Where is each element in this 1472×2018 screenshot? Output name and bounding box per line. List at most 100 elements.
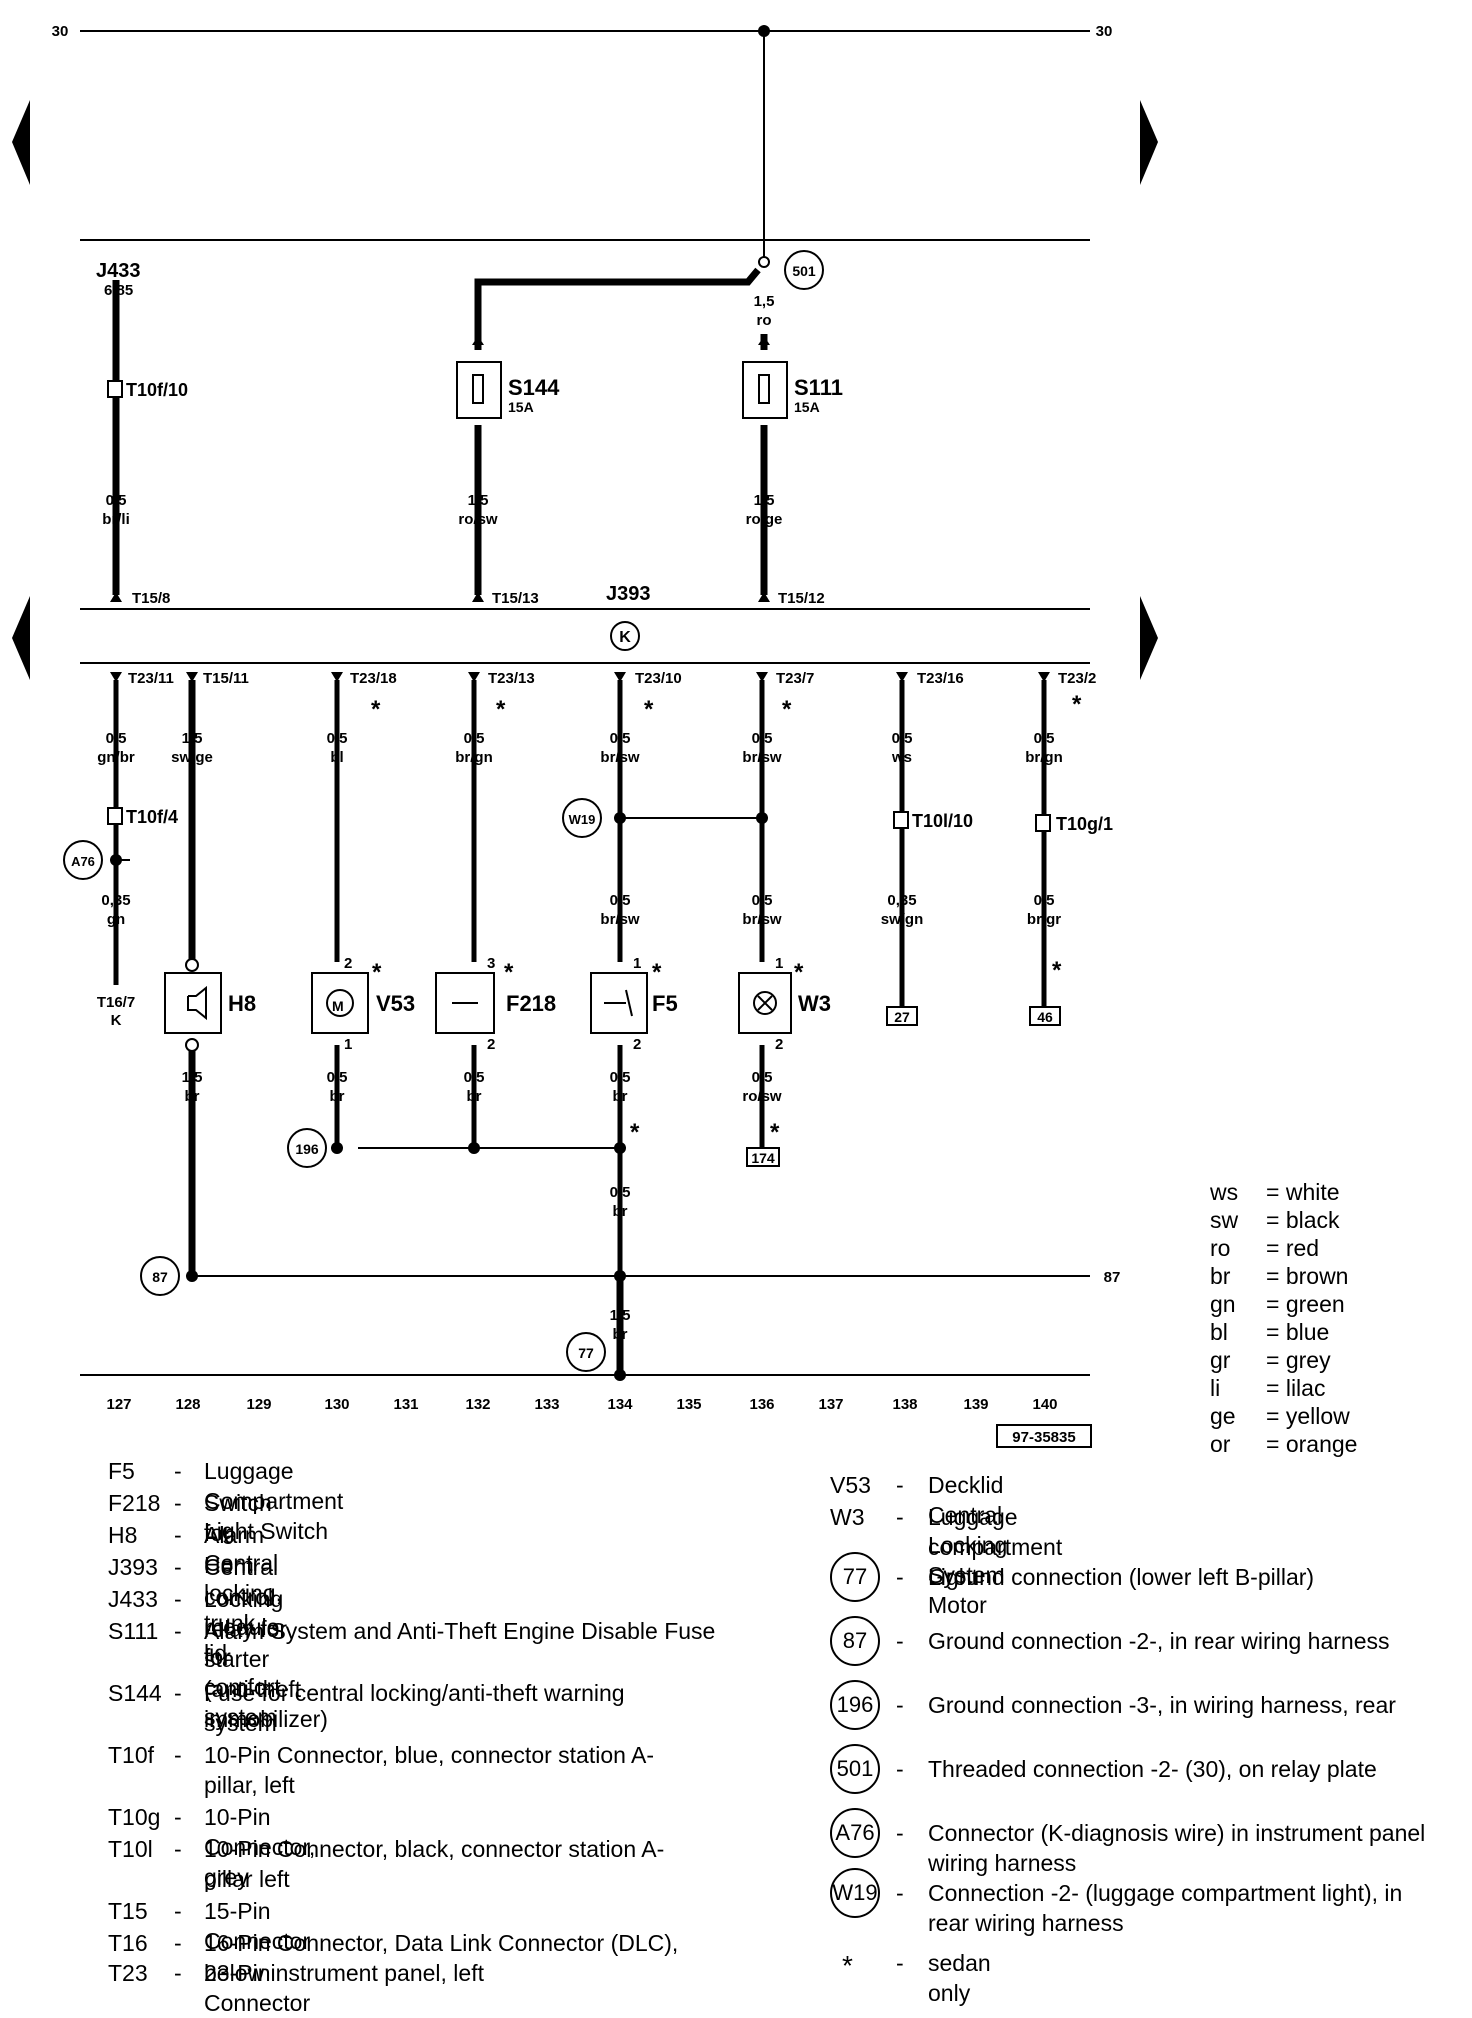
svg-text:0,5: 0,5 [752,730,773,747]
svg-text:138: 138 [892,1396,917,1413]
svg-text:*: * [644,696,654,723]
svg-text:T10f/4: T10f/4 [126,807,178,827]
svg-text:1,5: 1,5 [754,492,775,509]
svg-text:br/sw: br/sw [600,749,640,766]
svg-text:br: br [330,1088,345,1105]
svg-text:*: * [504,959,514,986]
svg-text:J433: J433 [96,260,141,282]
svg-text:137: 137 [818,1396,843,1413]
nav-left-arrow[interactable] [12,596,30,680]
svg-text:130: 130 [324,1396,349,1413]
svg-text:0,5: 0,5 [464,730,485,747]
svg-text:46: 46 [1037,1009,1053,1025]
svg-text:0,5: 0,5 [106,492,127,509]
circle-77: 77 [578,1345,594,1361]
svg-text:F218: F218 [506,991,556,1016]
svg-text:T23/16: T23/16 [917,670,964,687]
circle-a76: A76 [71,854,95,869]
svg-text:1,5: 1,5 [468,492,489,509]
svg-text:br: br [467,1088,482,1105]
svg-text:bl: bl [330,749,343,766]
bus-label-30-left: 30 [52,23,69,40]
svg-text:2: 2 [633,1036,641,1053]
svg-text:*: * [652,959,662,986]
svg-text:1,5: 1,5 [182,1069,203,1086]
svg-text:0,35: 0,35 [887,892,916,909]
svg-text:T23/18: T23/18 [350,670,397,687]
svg-text:S144: S144 [508,375,560,400]
svg-text:T10l/10: T10l/10 [912,811,973,831]
svg-text:T23/10: T23/10 [635,670,682,687]
circle-501: 501 [792,263,816,279]
svg-text:sw/ge: sw/ge [171,749,213,766]
svg-text:gn: gn [107,911,125,928]
svg-text:0,5: 0,5 [610,892,631,909]
svg-text:*: * [496,696,506,723]
svg-text:S111: S111 [794,375,843,400]
svg-text:F5: F5 [652,991,678,1016]
svg-text:*: * [794,959,804,986]
svg-text:2: 2 [775,1036,783,1053]
svg-text:*: * [770,1119,780,1146]
svg-text:*: * [1072,691,1082,718]
svg-text:0,35: 0,35 [101,892,130,909]
svg-text:0,5: 0,5 [106,730,127,747]
svg-text:T23/11: T23/11 [128,670,174,687]
svg-text:T15/11: T15/11 [203,670,249,687]
svg-text:139: 139 [963,1396,988,1413]
svg-text:br: br [613,1088,628,1105]
svg-text:T10g/1: T10g/1 [1056,814,1113,834]
circle-w19: W19 [569,812,596,827]
svg-text:br: br [185,1088,200,1105]
svg-text:15A: 15A [508,399,534,415]
svg-text:0,5: 0,5 [327,730,348,747]
svg-text:gn/br: gn/br [97,749,135,766]
svg-text:T15/8: T15/8 [132,590,170,607]
svg-text:6/85: 6/85 [104,282,133,299]
svg-text:1,5: 1,5 [610,1307,631,1324]
svg-text:br/gr: br/gr [1027,911,1061,928]
svg-text:0,5: 0,5 [610,730,631,747]
svg-text:131: 131 [393,1396,418,1413]
svg-text:0,5: 0,5 [610,1184,631,1201]
svg-text:ws: ws [891,749,912,766]
svg-text:0,5: 0,5 [1034,892,1055,909]
svg-text:*: * [630,1119,640,1146]
svg-text:1: 1 [633,955,641,972]
svg-text:br/sw: br/sw [742,749,782,766]
svg-text:0,5: 0,5 [327,1069,348,1086]
nav-left-arrow[interactable] [12,100,30,185]
svg-text:2: 2 [344,955,352,972]
diagram-id: 97-35835 [1012,1429,1075,1446]
nav-right-arrow[interactable] [1140,100,1158,185]
svg-text:1: 1 [344,1036,352,1053]
svg-text:129: 129 [246,1396,271,1413]
nav-right-arrow[interactable] [1140,596,1158,680]
svg-text:1: 1 [775,955,783,972]
svg-text:T23/2: T23/2 [1058,670,1096,687]
svg-text:*: * [1052,957,1062,984]
svg-text:br: br [613,1203,628,1220]
svg-text:T23/13: T23/13 [488,670,535,687]
svg-text:V53: V53 [376,991,415,1016]
svg-text:W3: W3 [798,991,831,1016]
svg-text:T16/7: T16/7 [97,994,135,1011]
svg-text:br: br [613,1326,628,1343]
svg-text:K: K [111,1012,122,1029]
svg-text:128: 128 [175,1396,200,1413]
svg-text:T15/13: T15/13 [492,590,539,607]
svg-text:0,5: 0,5 [892,730,913,747]
svg-text:br/gn: br/gn [1025,749,1063,766]
svg-text:*: * [782,696,792,723]
svg-text:2: 2 [487,1036,495,1053]
svg-text:*: * [371,696,381,723]
svg-text:1,5: 1,5 [182,730,203,747]
wiring-diagram: M 30 30 87 501 A76 W19 196 87 77 K 0,5 [12,23,1158,1448]
svg-text:1,5: 1,5 [754,293,775,310]
svg-text:H8: H8 [228,991,256,1016]
svg-text:133: 133 [534,1396,559,1413]
component-legend-left: F5-Luggage Compartment Light Switch F218… [108,1458,716,2016]
svg-text:0,5: 0,5 [1034,730,1055,747]
circle-196: 196 [295,1141,319,1157]
bus-label-87: 87 [1104,1269,1121,1286]
